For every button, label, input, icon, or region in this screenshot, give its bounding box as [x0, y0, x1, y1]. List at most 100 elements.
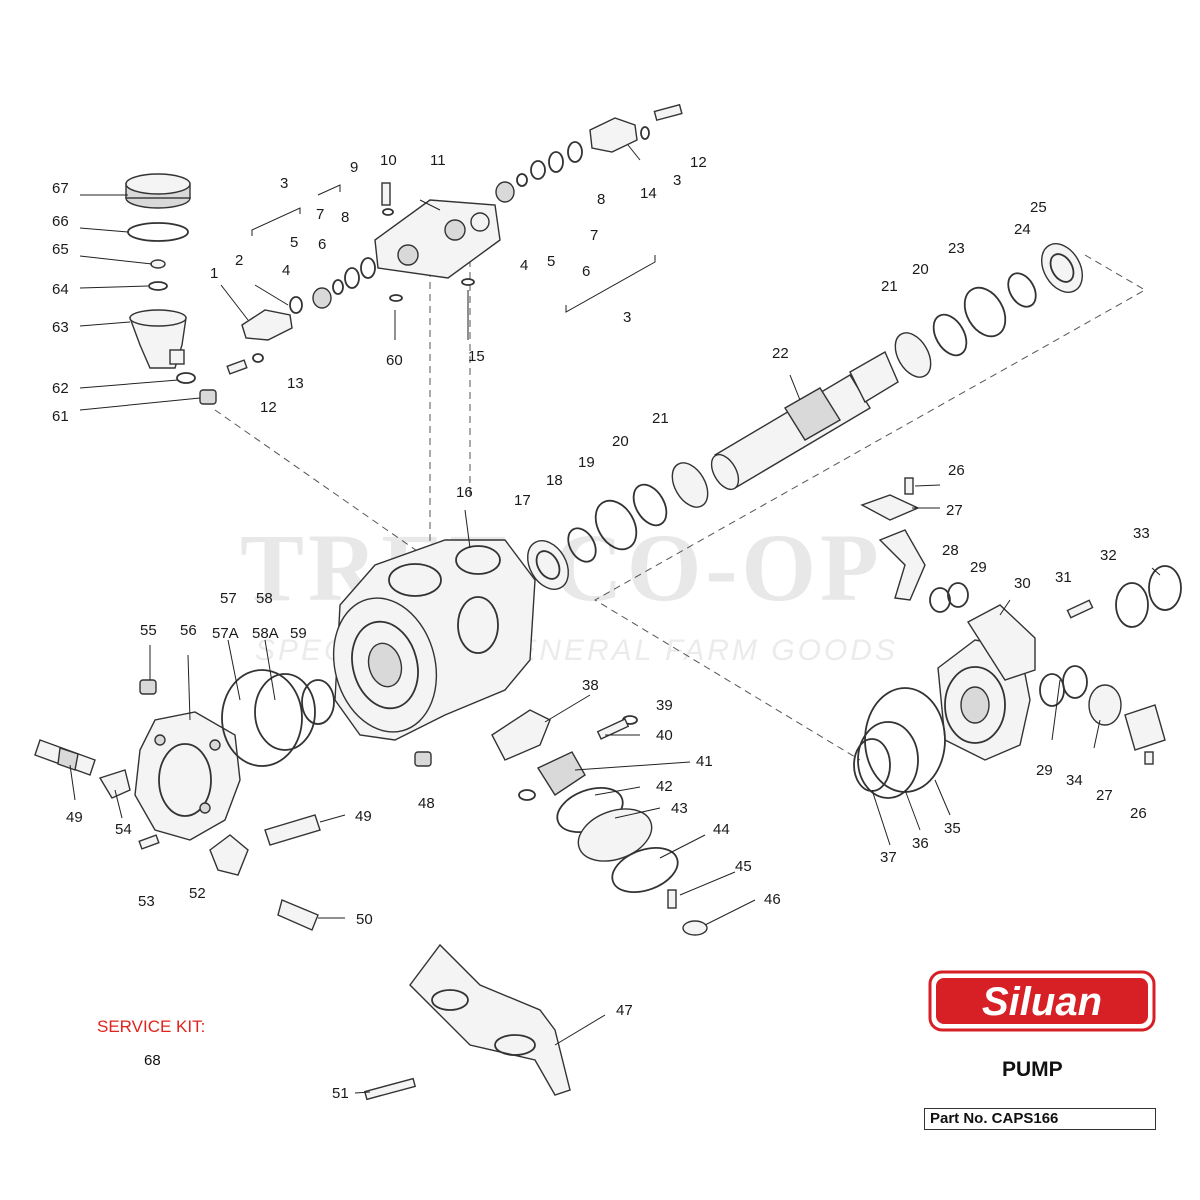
- callout-53: 53: [138, 893, 155, 910]
- callout-60: 60: [386, 352, 403, 369]
- callout-32: 32: [1100, 547, 1117, 564]
- callout-3: 3: [673, 172, 681, 189]
- callout-62: 62: [52, 380, 69, 397]
- callout-47: 47: [616, 1002, 633, 1019]
- callout-6: 6: [318, 236, 326, 253]
- logo-text: Siluan: [982, 980, 1102, 1024]
- callout-31: 31: [1055, 569, 1072, 586]
- callout-38: 38: [582, 677, 599, 694]
- service-kit-number: 68: [144, 1052, 161, 1069]
- front-cover-group: [134, 669, 335, 841]
- callout-23: 23: [948, 240, 965, 257]
- callout-12: 12: [260, 399, 277, 416]
- callout-54: 54: [115, 821, 132, 838]
- callout-11: 11: [430, 152, 446, 169]
- callout-25: 25: [1030, 199, 1047, 216]
- assembly-guide-lines: [214, 254, 1147, 761]
- gearbox-group: [853, 477, 1182, 799]
- callout-8: 8: [341, 209, 349, 226]
- part-number-box: Part No. CAPS166: [924, 1108, 1156, 1130]
- callout-15: 15: [468, 348, 485, 365]
- valve-head-group: [226, 103, 683, 375]
- callout-7: 7: [590, 227, 598, 244]
- callout-13: 13: [287, 375, 304, 392]
- callout-2: 2: [235, 252, 243, 269]
- callout-57a: 57A: [212, 625, 239, 642]
- callout-48: 48: [418, 795, 435, 812]
- callout-52: 52: [189, 885, 206, 902]
- silvan-logo: Siluan: [928, 970, 1156, 1032]
- callout-24: 24: [1014, 221, 1031, 238]
- callout-42: 42: [656, 778, 673, 795]
- callout-27: 27: [946, 502, 963, 519]
- callout-17: 17: [514, 492, 531, 509]
- callout-18: 18: [546, 472, 563, 489]
- callout-34: 34: [1066, 772, 1083, 789]
- callout-43: 43: [671, 800, 688, 817]
- callout-46: 46: [764, 891, 781, 908]
- callout-39: 39: [656, 697, 673, 714]
- callout-41: 41: [696, 753, 713, 770]
- callout-22: 22: [772, 345, 789, 362]
- piston-group: [491, 709, 708, 936]
- callout-1: 1: [210, 265, 218, 282]
- service-kit-title: SERVICE KIT:: [97, 1017, 206, 1036]
- callout-27: 27: [1096, 787, 1113, 804]
- callout-19: 19: [578, 454, 595, 471]
- callout-4: 4: [520, 257, 528, 274]
- leader-lines: [69, 144, 1161, 1094]
- callout-6: 6: [582, 263, 590, 280]
- callout-49: 49: [66, 809, 83, 826]
- callout-21: 21: [881, 278, 898, 295]
- callout-26: 26: [1130, 805, 1147, 822]
- callout-40: 40: [656, 727, 673, 744]
- mounting-bracket: [363, 943, 571, 1101]
- callout-9: 9: [350, 159, 358, 176]
- shaft-group: [527, 243, 1083, 590]
- callout-12: 12: [690, 154, 707, 171]
- callout-26: 26: [948, 462, 965, 479]
- callout-36: 36: [912, 835, 929, 852]
- callout-14: 14: [640, 185, 657, 202]
- callout-20: 20: [912, 261, 929, 278]
- callout-55: 55: [140, 622, 157, 639]
- callout-33: 33: [1133, 525, 1150, 542]
- callout-45: 45: [735, 858, 752, 875]
- callout-35: 35: [944, 820, 961, 837]
- callout-37: 37: [880, 849, 897, 866]
- callout-58a: 58A: [252, 625, 279, 642]
- callout-64: 64: [52, 281, 69, 298]
- callout-49: 49: [355, 808, 372, 825]
- logo-badge: [936, 978, 1148, 1024]
- callout-56: 56: [180, 622, 197, 639]
- callout-5: 5: [547, 253, 555, 270]
- callout-10: 10: [380, 152, 397, 169]
- callout-51: 51: [332, 1085, 349, 1102]
- outlet-valves-group: [34, 739, 321, 931]
- callout-57: 57: [220, 590, 237, 607]
- callout-3: 3: [623, 309, 631, 326]
- callout-4: 4: [282, 262, 290, 279]
- pump-body: [332, 539, 536, 767]
- callout-8: 8: [597, 191, 605, 208]
- callout-29: 29: [1036, 762, 1053, 779]
- callout-3: 3: [280, 175, 288, 192]
- callout-21: 21: [652, 410, 669, 427]
- callout-61: 61: [52, 408, 69, 425]
- callout-65: 65: [52, 241, 69, 258]
- callout-7: 7: [316, 206, 324, 223]
- callout-66: 66: [52, 213, 69, 230]
- callout-44: 44: [713, 821, 730, 838]
- callout-67: 67: [52, 180, 69, 197]
- bracket-3-right: [565, 255, 656, 313]
- product-title: PUMP: [1002, 1058, 1063, 1081]
- oil-reservoir-group: [125, 173, 217, 405]
- callout-30: 30: [1014, 575, 1031, 592]
- callout-20: 20: [612, 433, 629, 450]
- callout-29: 29: [970, 559, 987, 576]
- callout-5: 5: [290, 234, 298, 251]
- callout-28: 28: [942, 542, 959, 559]
- callout-63: 63: [52, 319, 69, 336]
